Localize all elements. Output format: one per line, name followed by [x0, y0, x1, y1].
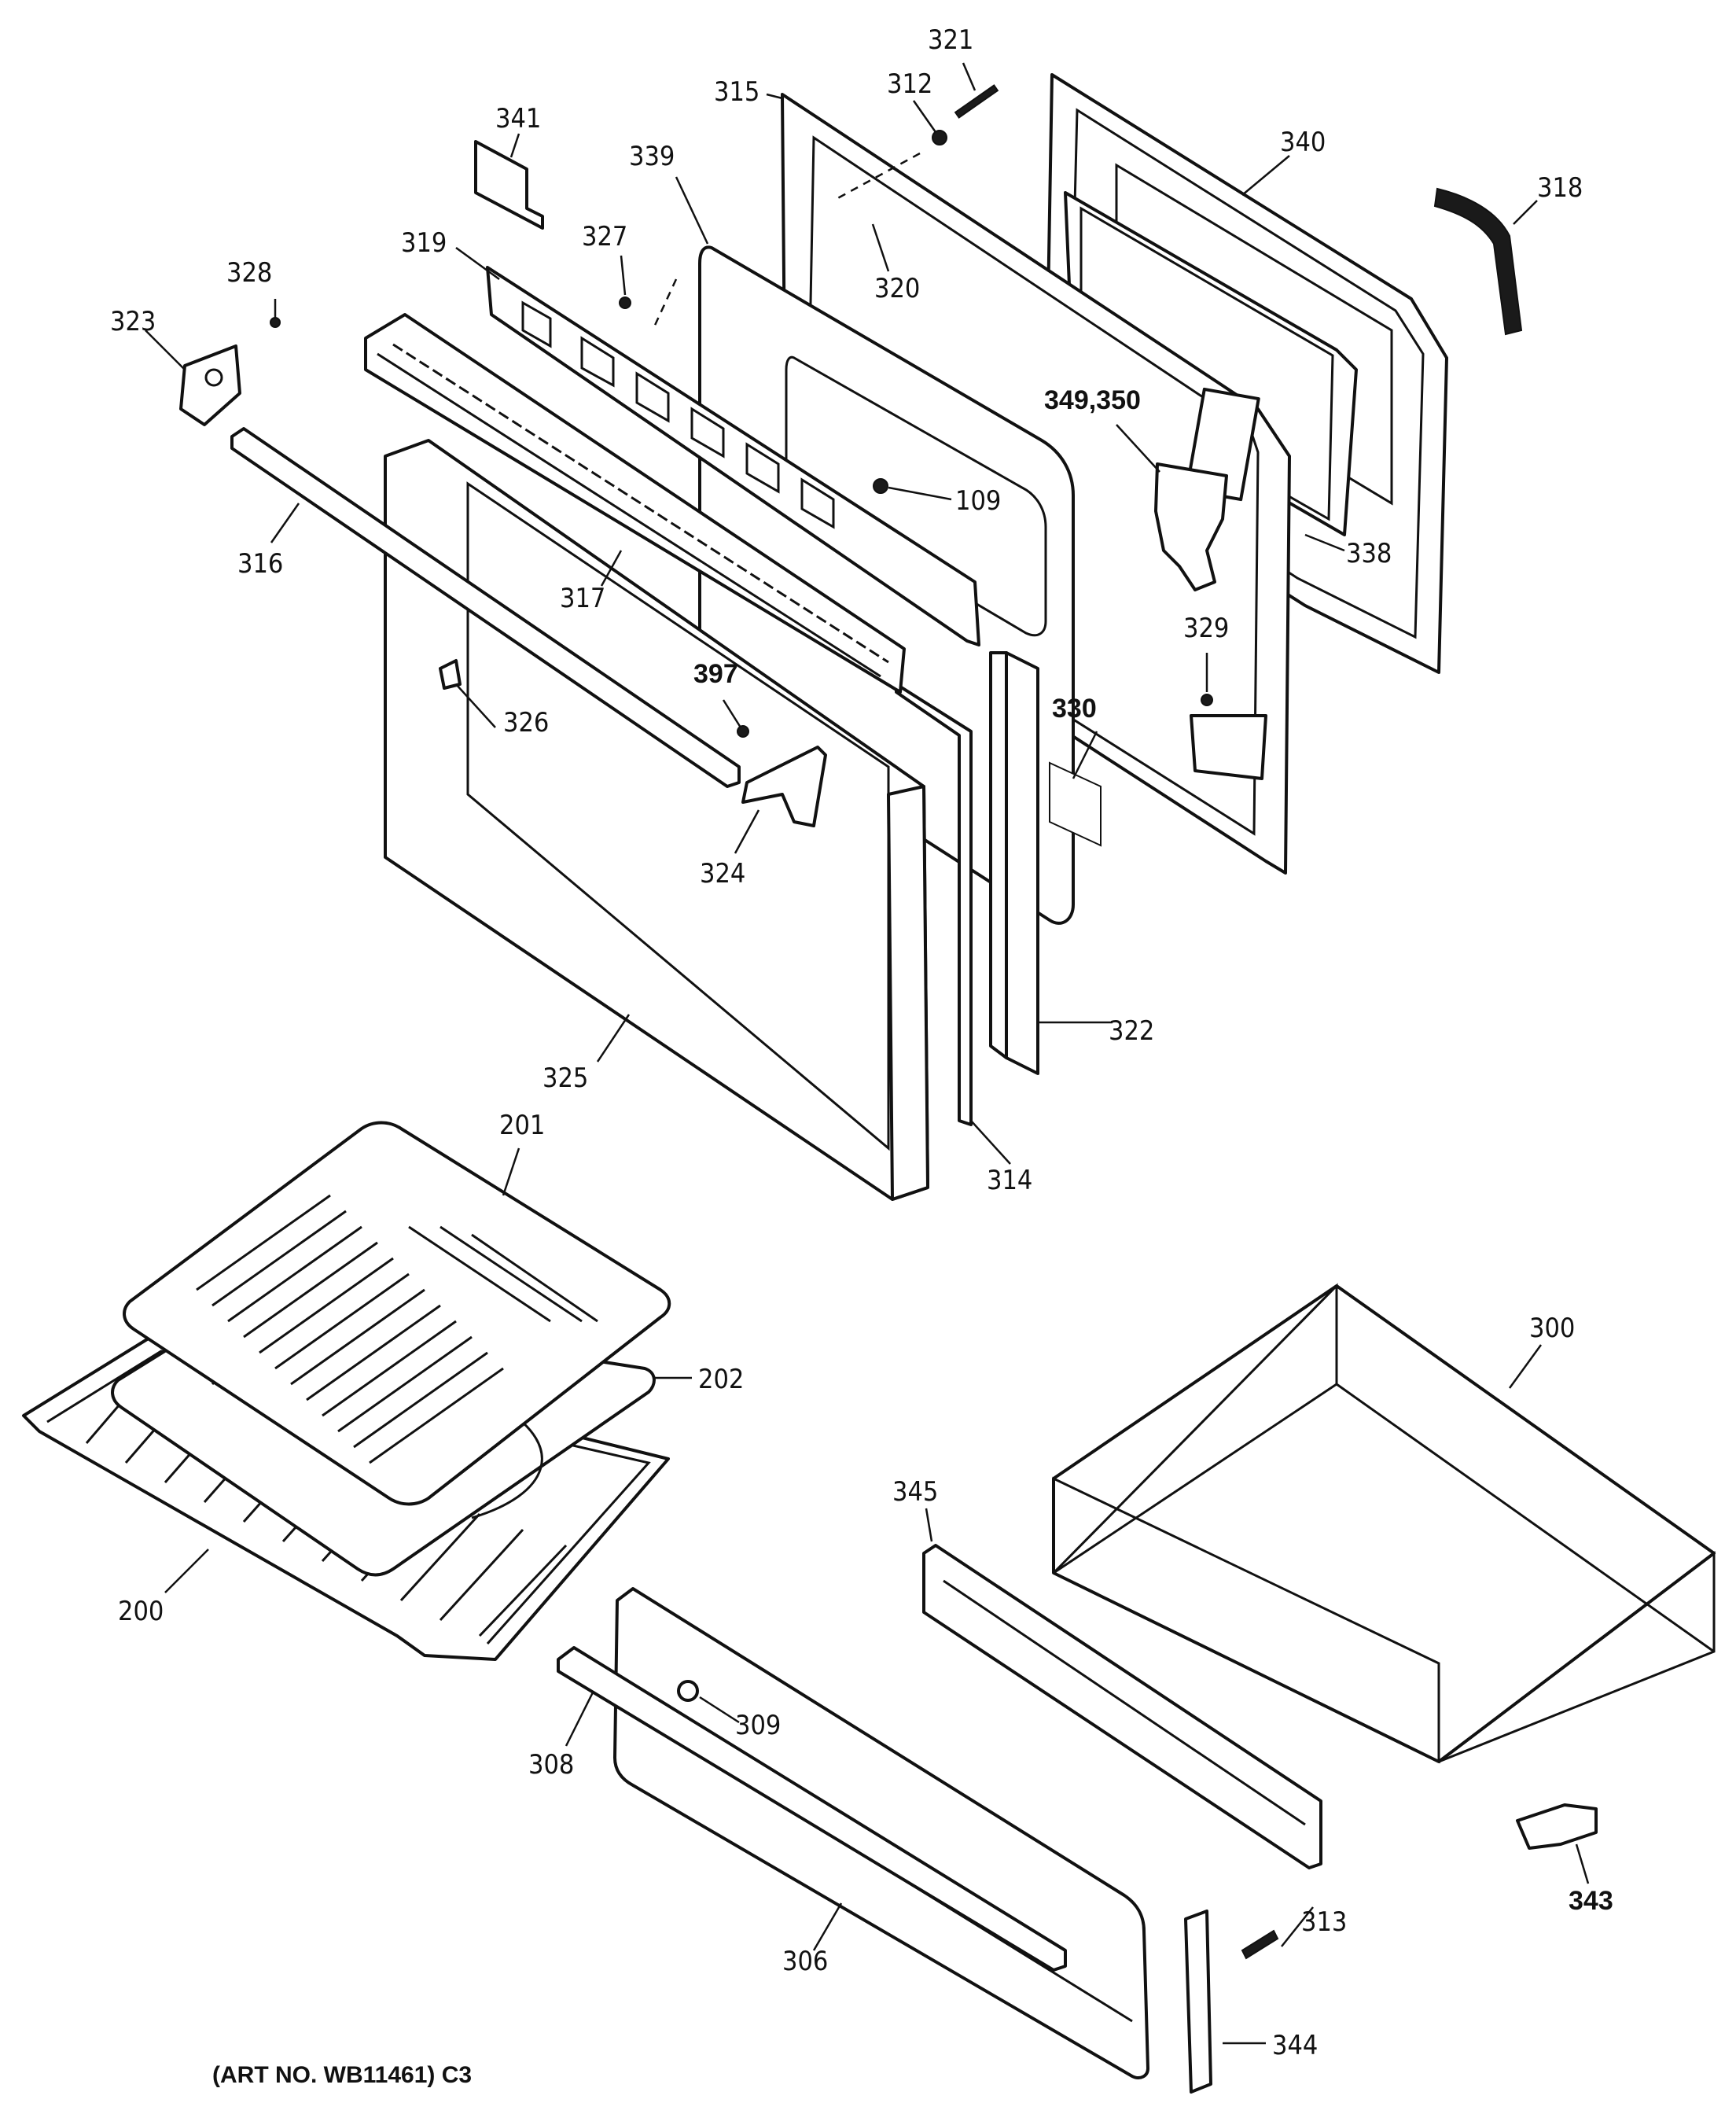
part-309-screw: [677, 1680, 699, 1702]
part-308-handle-trim: [557, 1646, 1067, 1972]
callout-330: 330: [1052, 694, 1097, 724]
callout-202: 202: [698, 1364, 744, 1395]
callout-326: 326: [503, 707, 549, 738]
callout-321: 321: [928, 24, 973, 56]
callout-324: 324: [700, 858, 745, 889]
part-345-drawer-rail: [922, 1544, 1322, 1869]
callout-315: 315: [714, 76, 760, 108]
part-330-spacer: [1049, 761, 1102, 847]
callout-349-350: 349,350: [1044, 385, 1141, 415]
callout-323: 323: [110, 306, 156, 337]
part-317-vent-trim: [364, 313, 906, 694]
callout-labels: 321 312 315 340 341 339 318 328 327 319 …: [110, 24, 1613, 2088]
part-318-gasket: [1433, 187, 1523, 336]
callout-317: 317: [560, 583, 605, 614]
part-343-drawer-stop: [1516, 1803, 1598, 1850]
callout-313: 313: [1301, 1906, 1347, 1938]
callout-329: 329: [1183, 613, 1229, 644]
callout-319: 319: [401, 227, 447, 259]
callout-200: 200: [118, 1596, 164, 1627]
callout-316: 316: [237, 548, 283, 580]
part-324-handle-mount: [741, 746, 827, 827]
callout-327: 327: [582, 221, 627, 252]
callout-109: 109: [955, 485, 1001, 517]
callout-341: 341: [495, 103, 541, 134]
callout-308: 308: [528, 1749, 574, 1781]
part-349-350-insulation: [1154, 462, 1228, 591]
callout-338: 338: [1346, 538, 1392, 569]
callout-325: 325: [542, 1063, 588, 1094]
art-number: (ART NO. WB11461) C3: [212, 2062, 472, 2088]
part-313-screw: [1241, 1929, 1279, 1960]
callout-322: 322: [1109, 1015, 1154, 1047]
part-300-drawer-body: [1052, 1283, 1716, 1764]
callout-320: 320: [874, 273, 920, 304]
part-201-broiler-insert: [123, 1121, 671, 1506]
part-341-bracket: [474, 140, 544, 230]
leader-lines: [145, 62, 1590, 2045]
callout-344: 344: [1272, 2030, 1318, 2061]
fasteners: [270, 84, 1213, 738]
callout-318: 318: [1537, 172, 1583, 204]
callout-345: 345: [892, 1476, 938, 1508]
part-322-side-channel: [989, 651, 1039, 1075]
callout-300: 300: [1529, 1313, 1575, 1344]
callout-306: 306: [782, 1946, 828, 1977]
part-316-handle: [230, 427, 741, 788]
part-319-vent-plate: [486, 266, 980, 646]
callout-339: 339: [629, 141, 675, 172]
callout-397: 397: [693, 659, 738, 689]
callout-314: 314: [987, 1165, 1032, 1196]
part-323-hinge-bracket: [179, 344, 241, 426]
callout-312: 312: [887, 68, 932, 100]
callout-328: 328: [226, 257, 272, 289]
callout-201: 201: [499, 1110, 545, 1141]
callout-343: 343: [1569, 1886, 1613, 1916]
callout-340: 340: [1280, 127, 1326, 158]
callout-309: 309: [735, 1710, 781, 1741]
part-314-seal: [895, 683, 973, 1126]
part-344-slide-bracket: [1184, 1910, 1212, 2094]
